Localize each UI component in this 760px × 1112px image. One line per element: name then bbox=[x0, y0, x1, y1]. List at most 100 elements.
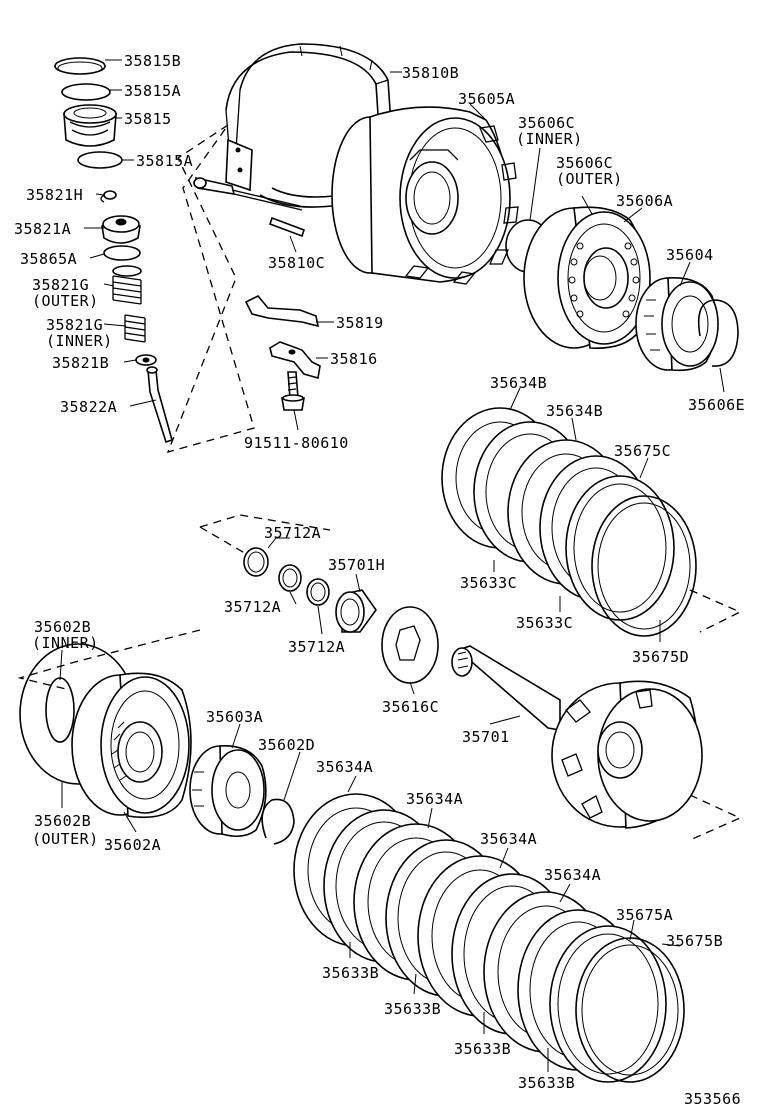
drum-group-outline bbox=[689, 794, 742, 841]
label-35819: 35819 bbox=[336, 314, 384, 332]
label-35603A: 35603A bbox=[206, 708, 263, 726]
label-35616C: 35616C bbox=[382, 698, 439, 716]
label-35606A: 35606A bbox=[616, 192, 673, 210]
label-35602B-inner: 35602B bbox=[34, 618, 91, 636]
label-35604: 35604 bbox=[666, 246, 714, 264]
label-35634A-3: 35634A bbox=[480, 830, 537, 848]
servo-assembly bbox=[54, 57, 321, 444]
label-35712A-3: 35712A bbox=[288, 638, 345, 656]
o-ring-35815A-bottom bbox=[77, 151, 123, 169]
label-35606C-outer: 35606C bbox=[556, 154, 613, 172]
label-35821B: 35821B bbox=[52, 354, 109, 372]
label-35605A: 35605A bbox=[458, 90, 515, 108]
label-35633C-1: 35633C bbox=[460, 574, 517, 592]
snap-ring-35675D bbox=[591, 495, 697, 637]
clutch-pack-b bbox=[293, 793, 685, 1083]
label-35602A: 35602A bbox=[104, 836, 161, 854]
drum-35605A bbox=[331, 106, 519, 285]
label-35701H: 35701H bbox=[328, 556, 385, 574]
label-35633B-4: 35633B bbox=[518, 1074, 575, 1092]
label-35675A: 35675A bbox=[616, 906, 673, 924]
bushing-35712A-1 bbox=[243, 547, 269, 577]
group-outlines bbox=[17, 124, 742, 841]
bearing-35701H bbox=[335, 589, 377, 633]
label-35815A-top: 35815A bbox=[124, 82, 181, 100]
label-35810B: 35810B bbox=[402, 64, 459, 82]
piston-35821A bbox=[101, 215, 141, 244]
label-35821G-outer: 35821G bbox=[32, 276, 89, 294]
spring-35821G-outer bbox=[112, 265, 142, 305]
thrust-washer-35616C bbox=[381, 606, 439, 684]
flange-35675A bbox=[549, 925, 667, 1083]
label-35634A-2: 35634A bbox=[406, 790, 463, 808]
clutch-pack-c bbox=[441, 407, 697, 637]
label-35675B: 35675B bbox=[666, 932, 723, 950]
label-35712A-2: 35712A bbox=[224, 598, 281, 616]
label-35602D: 35602D bbox=[258, 736, 315, 754]
label-outer-3: (OUTER) bbox=[32, 830, 99, 848]
servo-piston-35815 bbox=[63, 104, 117, 147]
spring-35821G-inner bbox=[124, 314, 146, 343]
brake-band-35810B bbox=[193, 43, 393, 211]
anchor-strut-35819 bbox=[244, 295, 320, 328]
label-35675D: 35675D bbox=[632, 648, 689, 666]
label-35821G-inner: 35821G bbox=[46, 316, 103, 334]
strut-35810C bbox=[268, 216, 306, 238]
label-inner-1: (INNER) bbox=[46, 332, 113, 350]
snap-ring-35602D bbox=[261, 798, 295, 845]
piston-35606A bbox=[523, 206, 651, 349]
bushing-group-outline-2 bbox=[199, 526, 249, 556]
bracket-35816 bbox=[269, 341, 321, 380]
bushing-group-outline bbox=[199, 514, 331, 531]
label-35822A: 35822A bbox=[60, 398, 117, 416]
label-inner-3: (INNER) bbox=[32, 634, 99, 652]
sun-gear-group-outline bbox=[17, 629, 201, 691]
label-35865A: 35865A bbox=[20, 250, 77, 268]
label-35815B: 35815B bbox=[124, 52, 181, 70]
label-35712A-1: 35712A bbox=[264, 524, 321, 542]
bolt-91511-80610 bbox=[281, 371, 305, 411]
clutch-c-group-outline bbox=[689, 589, 742, 633]
leader-lines bbox=[59, 59, 725, 1072]
piston-rod-35822A bbox=[146, 366, 173, 444]
label-inner-2: (INNER) bbox=[516, 130, 583, 148]
label-35815A-bottom: 35815A bbox=[136, 152, 193, 170]
label-35634B-1: 35634B bbox=[490, 374, 547, 392]
label-35816: 35816 bbox=[330, 350, 378, 368]
label-35634A-4: 35634A bbox=[544, 866, 601, 884]
label-35606C-inner: 35606C bbox=[518, 114, 575, 132]
label-35633B-3: 35633B bbox=[454, 1040, 511, 1058]
label-35821H: 35821H bbox=[26, 186, 83, 204]
label-35634B-2: 35634B bbox=[546, 402, 603, 420]
o-ring-35815A-top bbox=[61, 83, 111, 101]
piston-35602A bbox=[71, 672, 192, 819]
label-35815: 35815 bbox=[124, 110, 172, 128]
o-ring-35865A bbox=[103, 245, 141, 261]
label-35633B-1: 35633B bbox=[322, 964, 379, 982]
spring-retainer-35603A bbox=[189, 745, 267, 838]
intermediate-shaft-35701 bbox=[451, 645, 703, 829]
label-outer-1: (OUTER) bbox=[32, 292, 99, 310]
label-outer-2: (OUTER) bbox=[556, 170, 623, 188]
label-35701: 35701 bbox=[462, 728, 510, 746]
return-spring-35604 bbox=[635, 277, 719, 372]
label-35810C: 35810C bbox=[268, 254, 325, 272]
bushing-35712A-2 bbox=[278, 564, 302, 592]
servo-group-outline bbox=[166, 124, 255, 453]
e-ring-35821H bbox=[100, 190, 117, 203]
label-91511-80610: 91511-80610 bbox=[244, 434, 349, 452]
label-35633B-2: 35633B bbox=[384, 1000, 441, 1018]
bushing-35712A-3 bbox=[306, 578, 330, 606]
label-35675C: 35675C bbox=[614, 442, 671, 460]
label-35634A-1: 35634A bbox=[316, 758, 373, 776]
label-35606E: 35606E bbox=[688, 396, 745, 414]
label-35602B-outer: 35602B bbox=[34, 812, 91, 830]
snap-ring-35606E bbox=[697, 299, 739, 367]
diagram-id: 353566 bbox=[684, 1090, 741, 1108]
label-35821A: 35821A bbox=[14, 220, 71, 238]
washer-35821B bbox=[135, 354, 157, 366]
part-labels: 35815B 35815A 35815 35815A 35821H 35821A… bbox=[14, 52, 745, 1108]
label-35633C-2: 35633C bbox=[516, 614, 573, 632]
